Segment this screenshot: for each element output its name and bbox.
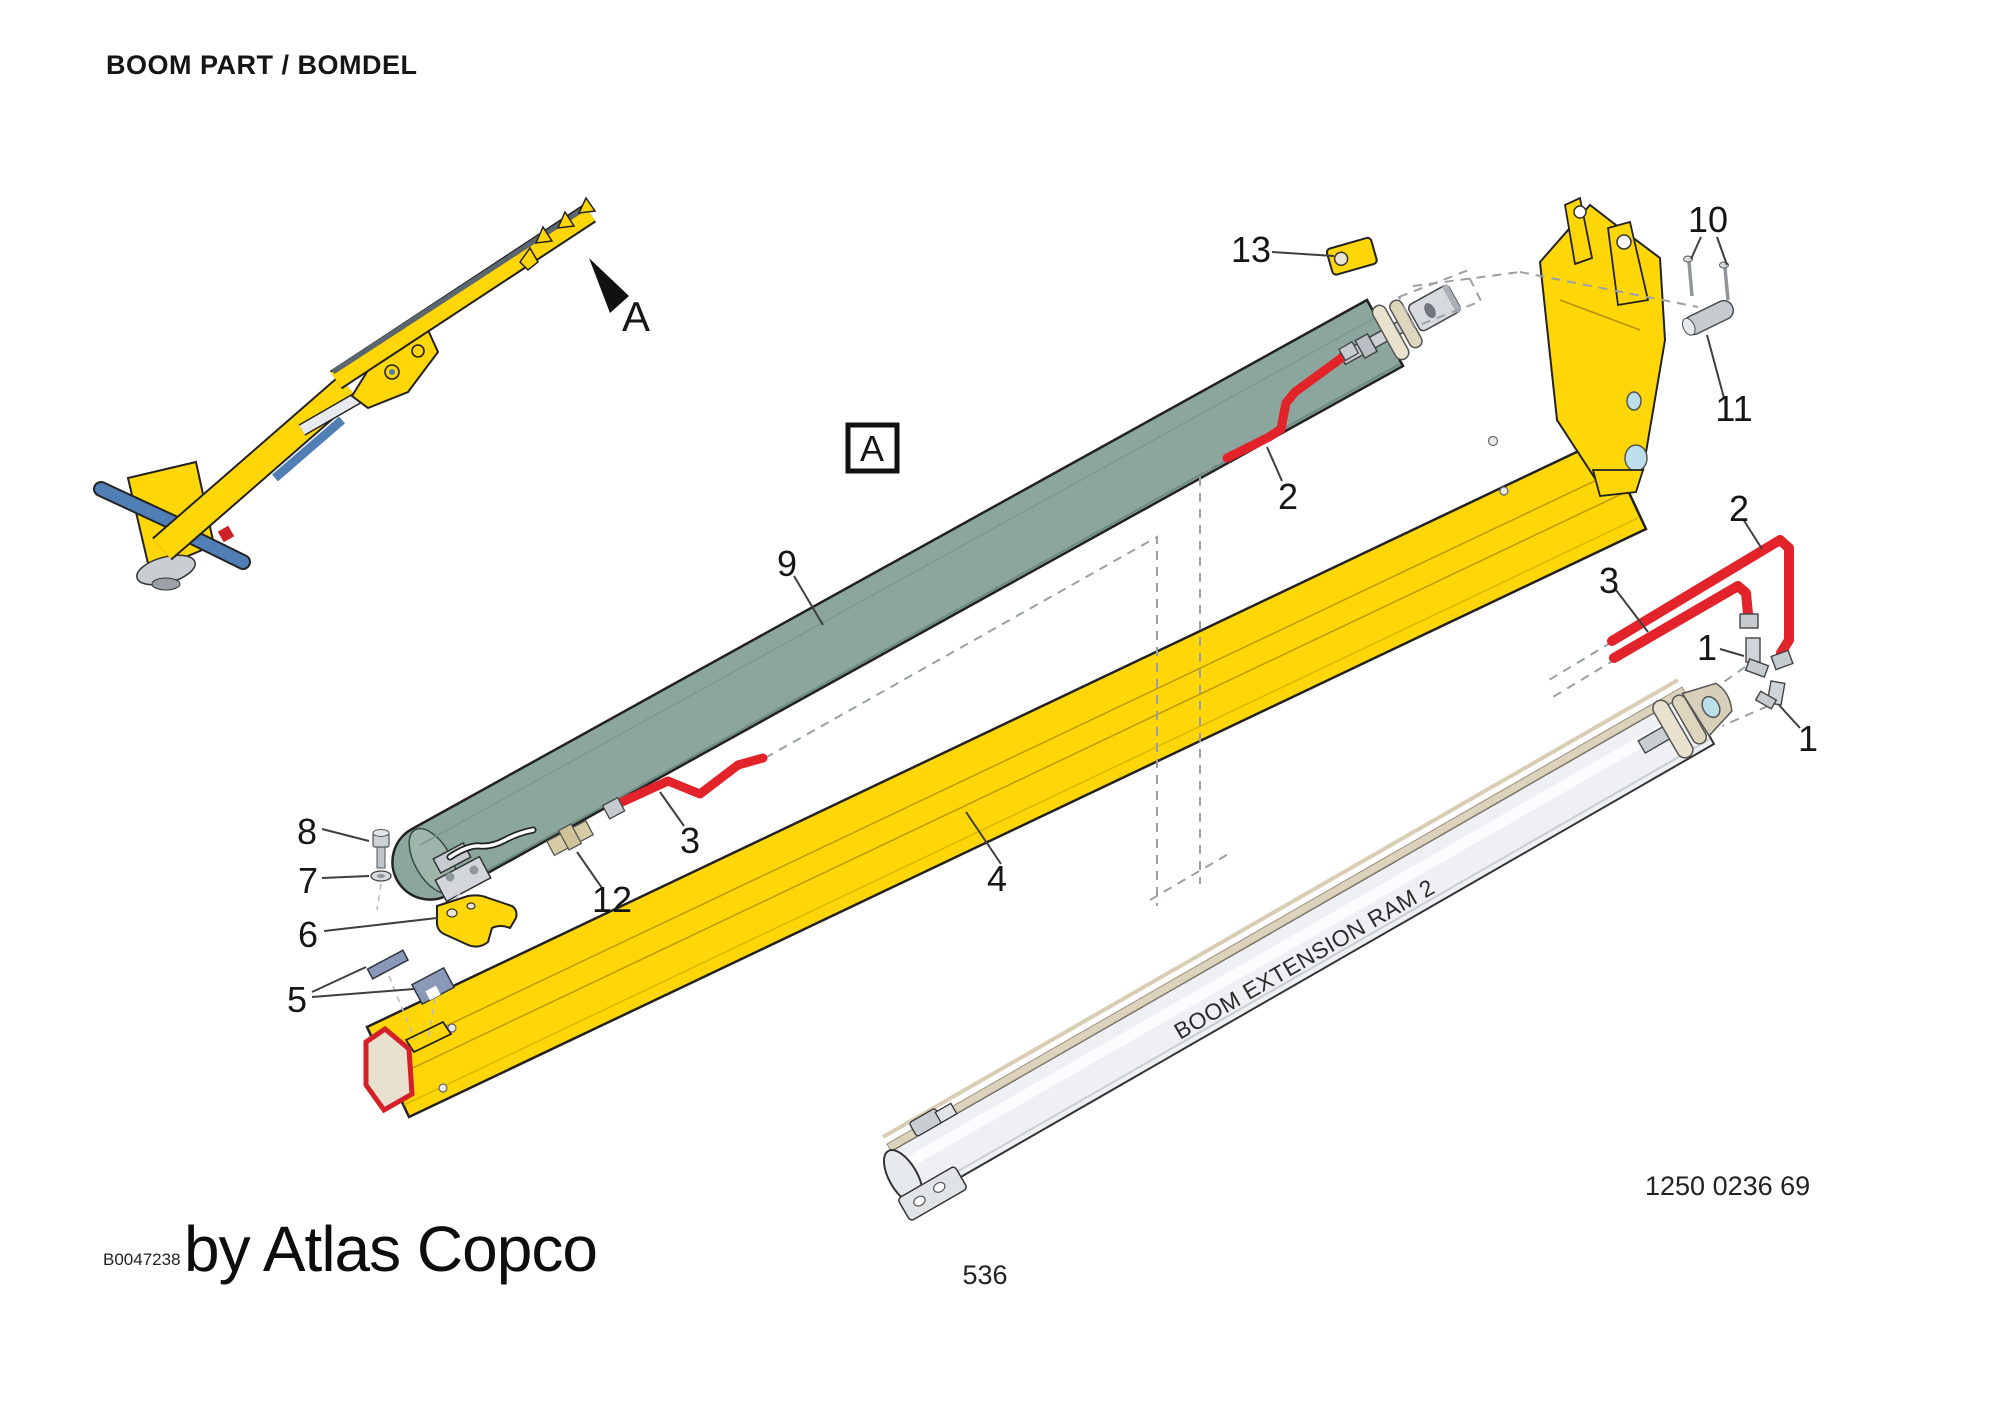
base-handle-left (95, 483, 178, 528)
detail-view-label: A (860, 428, 884, 469)
page-title: BOOM PART / BOMDEL (106, 50, 418, 80)
rod-nut (1354, 332, 1379, 360)
callout-10: 10 (1688, 199, 1728, 240)
lock-plate-13 (1325, 236, 1378, 276)
hose-2-right (1607, 535, 1794, 658)
callout-3-left: 3 (680, 820, 700, 861)
upper-boom (331, 205, 595, 388)
callout-2-right: 2 (1729, 488, 1749, 529)
mount-bracket (898, 1166, 967, 1221)
pad-holder-6 (435, 894, 518, 948)
callout-6: 6 (298, 914, 318, 955)
pin-and-screws (1681, 255, 1735, 336)
bolt-8 (376, 845, 386, 869)
callout-4: 4 (987, 858, 1007, 899)
hose-2-mid (1222, 349, 1352, 463)
boom-end-cap (363, 1025, 415, 1114)
elbow-fittings (1739, 613, 1794, 710)
elbow-fitting (1745, 637, 1761, 663)
detail-arrow-label: A (622, 293, 650, 340)
boom-head-bracket (1538, 196, 1667, 497)
doc-code: B0047238 (103, 1250, 181, 1269)
callout-1-upper: 1 (1697, 627, 1717, 668)
callout-11: 11 (1715, 388, 1752, 429)
pin-11 (1681, 299, 1735, 336)
callout-12: 12 (592, 879, 632, 920)
brand-line: by Atlas Copco (184, 1213, 598, 1285)
detail-arrow (589, 258, 629, 313)
red-marker (217, 525, 235, 543)
callout-7: 7 (298, 860, 318, 901)
callout-13: 13 (1231, 229, 1271, 270)
extension-cylinder: BOOM EXTENSION RAM 2 (882, 678, 1733, 1221)
wear-pad-5 (366, 949, 410, 980)
hose-nut (601, 796, 626, 820)
part-number: 1250 0236 69 (1645, 1171, 1811, 1201)
callout-2-mid: 2 (1278, 476, 1298, 517)
detail-view-box (845, 422, 900, 474)
collar-ring (1652, 699, 1694, 759)
callout-9: 9 (777, 543, 797, 584)
callout-1-lower: 1 (1798, 718, 1818, 759)
screw (1723, 267, 1730, 301)
boom-body (363, 393, 1648, 1119)
small-parts (366, 829, 518, 1006)
clevis-lug (1563, 196, 1594, 266)
piston-rod-assembly (1338, 283, 1462, 366)
cylinder-base-end (882, 1102, 967, 1221)
cylinder-rod-end (1637, 682, 1733, 759)
callouts: 8 7 6 5 12 3 9 4 2 13 10 11 2 3 1 1 (287, 199, 1818, 1020)
hose-3-right (1609, 581, 1753, 663)
screw (1687, 261, 1694, 297)
boom-overview-thumbnail (93, 196, 597, 591)
dashed-guides (376, 269, 1769, 1041)
collar-ring (1671, 694, 1708, 745)
page-number: 536 (962, 1260, 1008, 1290)
callout-5: 5 (287, 979, 307, 1020)
hose-nut (1338, 340, 1360, 362)
leader-lines (311, 236, 1801, 998)
callout-3-right: 3 (1599, 560, 1619, 601)
callout-8: 8 (297, 811, 317, 852)
collar-ring (1371, 304, 1410, 361)
hose-3-left (615, 753, 768, 808)
